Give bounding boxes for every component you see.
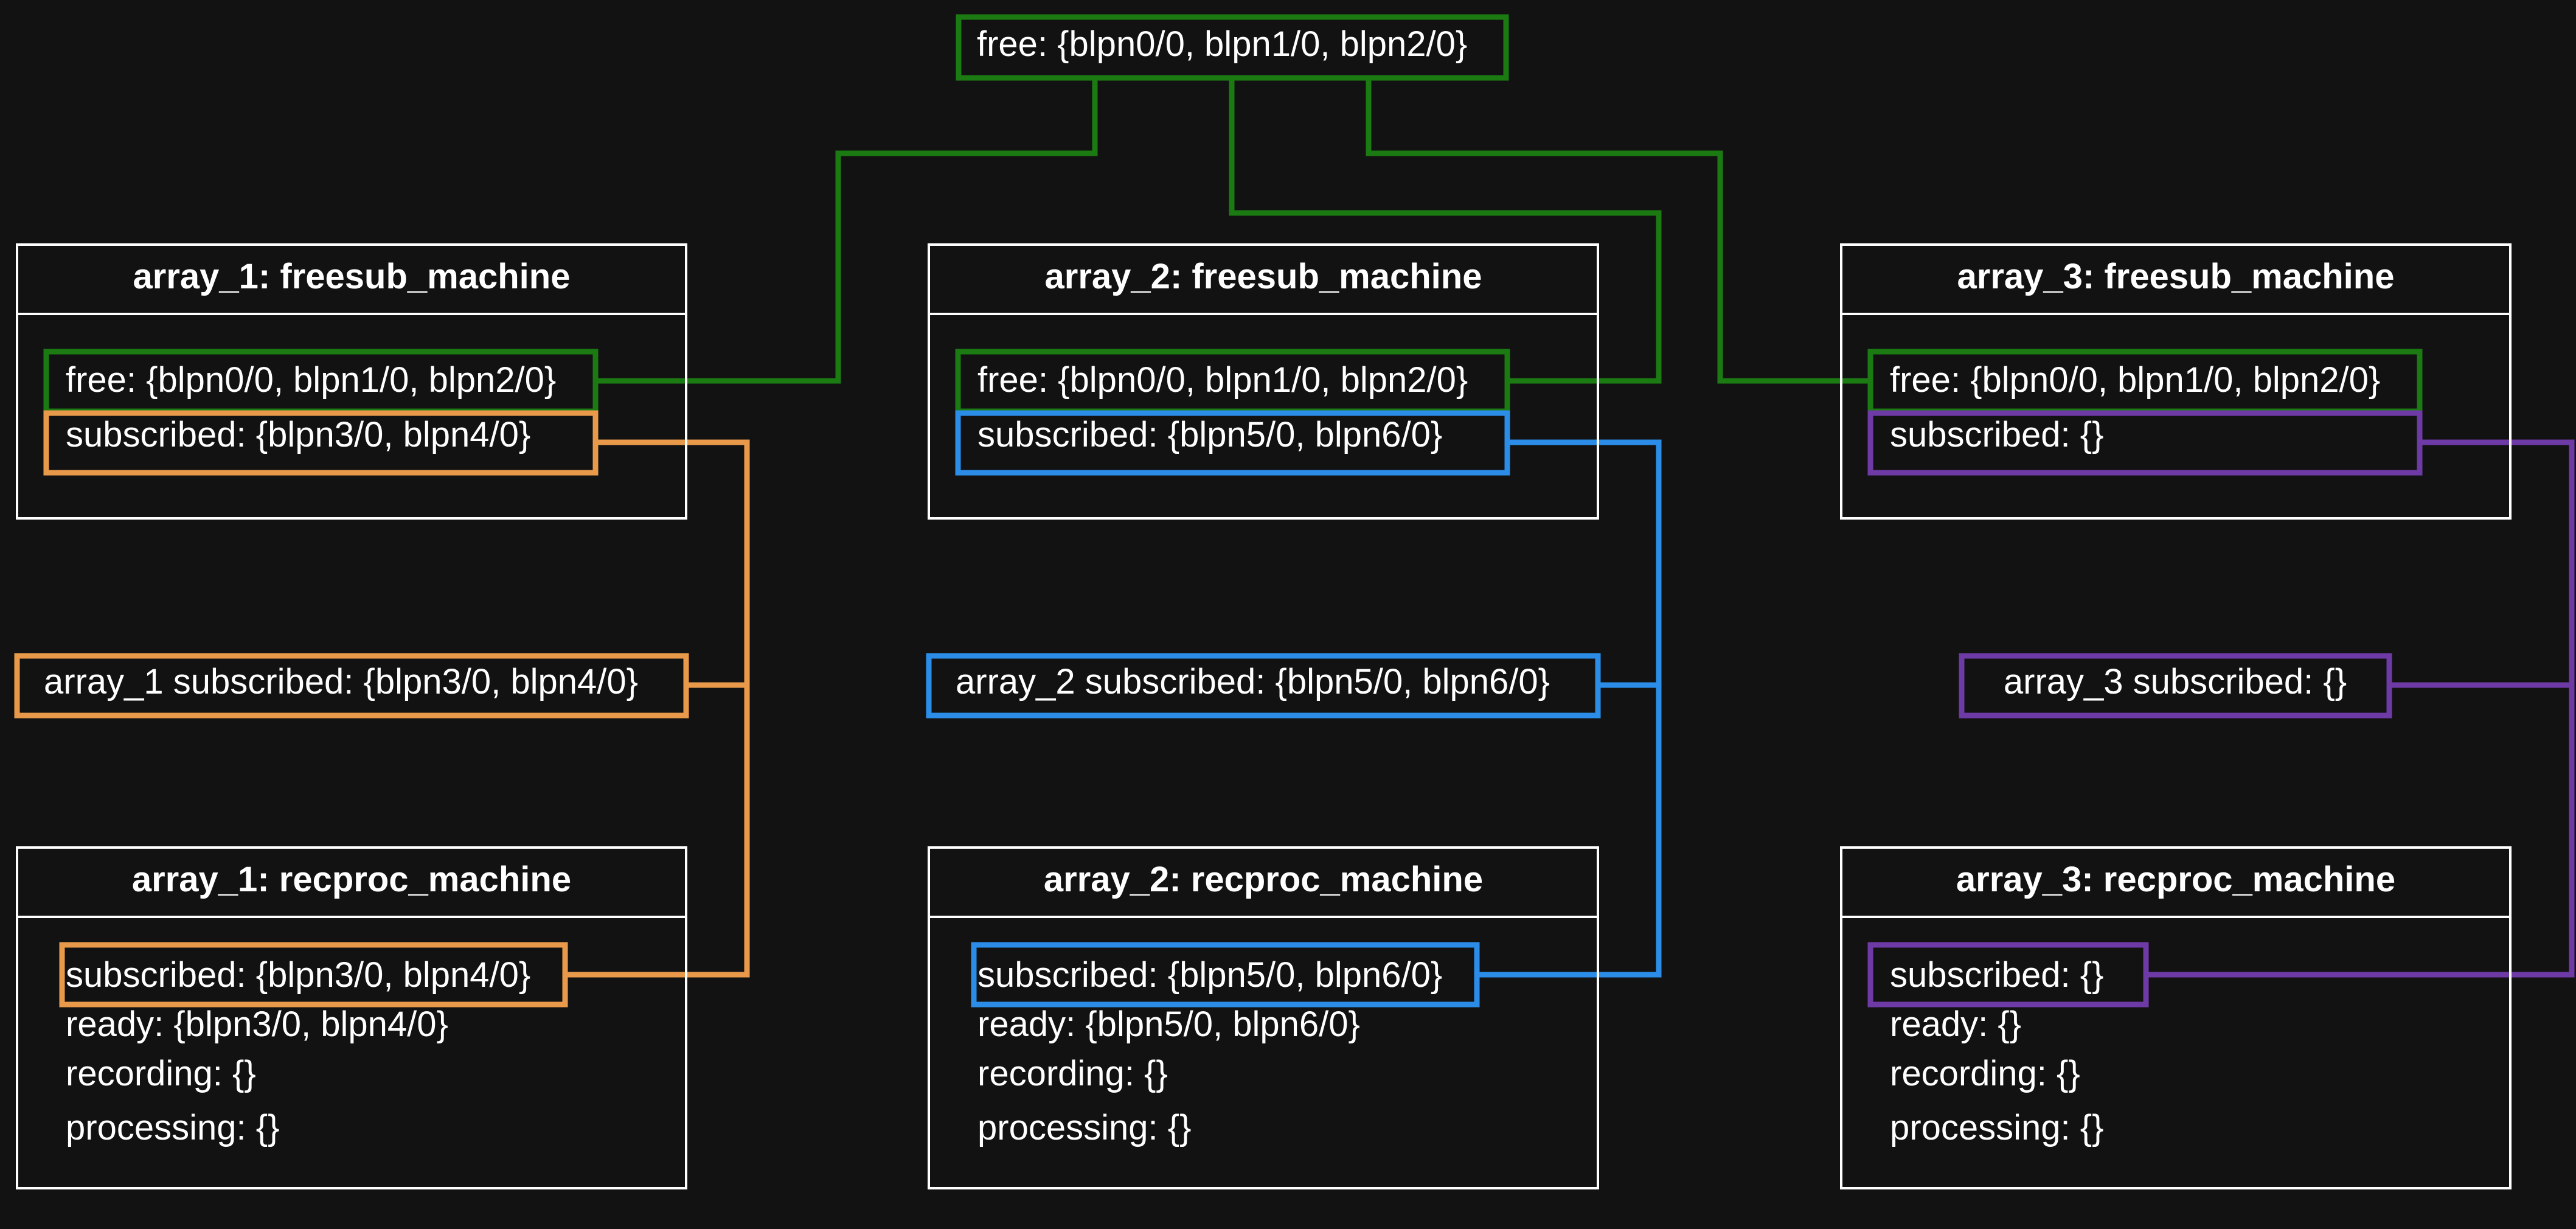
machine-box	[1840, 846, 2512, 1189]
recording-set-label: recording: {}	[1890, 1054, 2080, 1093]
recording-set-label: recording: {}	[977, 1054, 1168, 1093]
subscribed-set-label: subscribed: {blpn3/0, blpn4/0}	[66, 955, 530, 995]
machine-title: array_3: freesub_machine	[1957, 257, 2395, 296]
machine-box	[928, 846, 1599, 1189]
processing-set-label: processing: {}	[66, 1108, 279, 1147]
machine-title: array_2: recproc_machine	[1044, 860, 1483, 899]
free-set-label: free: {blpn0/0, blpn1/0, blpn2/0}	[1890, 360, 2380, 400]
free-pool-border	[956, 14, 1509, 81]
summary-border	[926, 653, 1601, 719]
summary-border	[1959, 653, 2392, 719]
array_2-subscribed-summary: array_2 subscribed: {blpn5/0, blpn6/0}	[926, 653, 1601, 719]
connector-pool-to-array_2-free	[1229, 78, 1662, 384]
array_1-freesub-machine: array_1: freesub_machine free: {blpn0/0,…	[16, 243, 687, 520]
free-set-label: free: {blpn0/0, blpn1/0, blpn2/0}	[66, 360, 556, 400]
machine-box	[1840, 243, 2512, 520]
free-set-label: free: {blpn0/0, blpn1/0, blpn2/0}	[977, 360, 1468, 400]
array_2-freesub-machine: array_2: freesub_machine free: {blpn0/0,…	[928, 243, 1599, 520]
subscribed-set-highlight	[1867, 942, 2149, 1008]
connector-pool-to-array_1-free	[595, 78, 1098, 384]
subscribed-set-label: subscribed: {blpn3/0, blpn4/0}	[66, 415, 530, 454]
subscribed-set-highlight	[955, 410, 1510, 476]
machine-title: array_2: freesub_machine	[1045, 257, 1482, 296]
machine-box	[928, 243, 1599, 520]
array_3-recproc-machine: array_3: recproc_machine subscribed: {} …	[1840, 846, 2512, 1189]
connector-array_2-subscribed	[1477, 439, 1662, 978]
summary-label: array_2 subscribed: {blpn5/0, blpn6/0}	[956, 662, 1550, 702]
machine-title: array_3: recproc_machine	[1956, 860, 2395, 899]
ready-set-label: ready: {blpn3/0, blpn4/0}	[66, 1004, 448, 1044]
free-pool: free: {blpn0/0, blpn1/0, blpn2/0}	[956, 14, 1509, 81]
subscribed-set-highlight	[971, 942, 1480, 1008]
connectors	[565, 78, 2575, 978]
machine-title: array_1: freesub_machine	[133, 257, 571, 296]
summary-label: array_1 subscribed: {blpn3/0, blpn4/0}	[44, 662, 638, 702]
free-pool-label: free: {blpn0/0, blpn1/0, blpn2/0}	[977, 24, 1467, 64]
array_1-recproc-machine: array_1: recproc_machine subscribed: {bl…	[16, 846, 687, 1189]
processing-set-label: processing: {}	[1890, 1108, 2103, 1147]
subscribed-set-label: subscribed: {}	[1890, 415, 2103, 454]
summary-label: array_3 subscribed: {}	[2004, 662, 2347, 702]
subscribed-set-label: subscribed: {blpn5/0, blpn6/0}	[977, 415, 1442, 454]
summary-border	[14, 653, 689, 719]
connector-array_3-subscribed	[2146, 439, 2575, 978]
subscribed-set-highlight	[43, 410, 599, 476]
machine-box	[16, 846, 687, 1189]
connector-pool-to-array_3-free	[1366, 78, 1873, 384]
connector-array_1-subscribed	[565, 439, 750, 978]
ready-set-label: ready: {blpn5/0, blpn6/0}	[977, 1004, 1360, 1044]
array_2-recproc-machine: array_2: recproc_machine subscribed: {bl…	[928, 846, 1599, 1189]
array_1-subscribed-summary: array_1 subscribed: {blpn3/0, blpn4/0}	[14, 653, 689, 719]
array_3-subscribed-summary: array_3 subscribed: {}	[1959, 653, 2392, 719]
recording-set-label: recording: {}	[66, 1054, 256, 1093]
machine-box	[16, 243, 687, 520]
array_3-freesub-machine: array_3: freesub_machine free: {blpn0/0,…	[1840, 243, 2512, 520]
subscribed-set-highlight	[1867, 410, 2423, 476]
machine-title: array_1: recproc_machine	[132, 860, 571, 899]
subscribed-set-label: subscribed: {blpn5/0, blpn6/0}	[977, 955, 1442, 995]
subscribed-set-label: subscribed: {}	[1890, 955, 2103, 995]
ready-set-label: ready: {}	[1890, 1004, 2021, 1044]
processing-set-label: processing: {}	[977, 1108, 1191, 1147]
subscribed-set-highlight	[59, 942, 568, 1008]
